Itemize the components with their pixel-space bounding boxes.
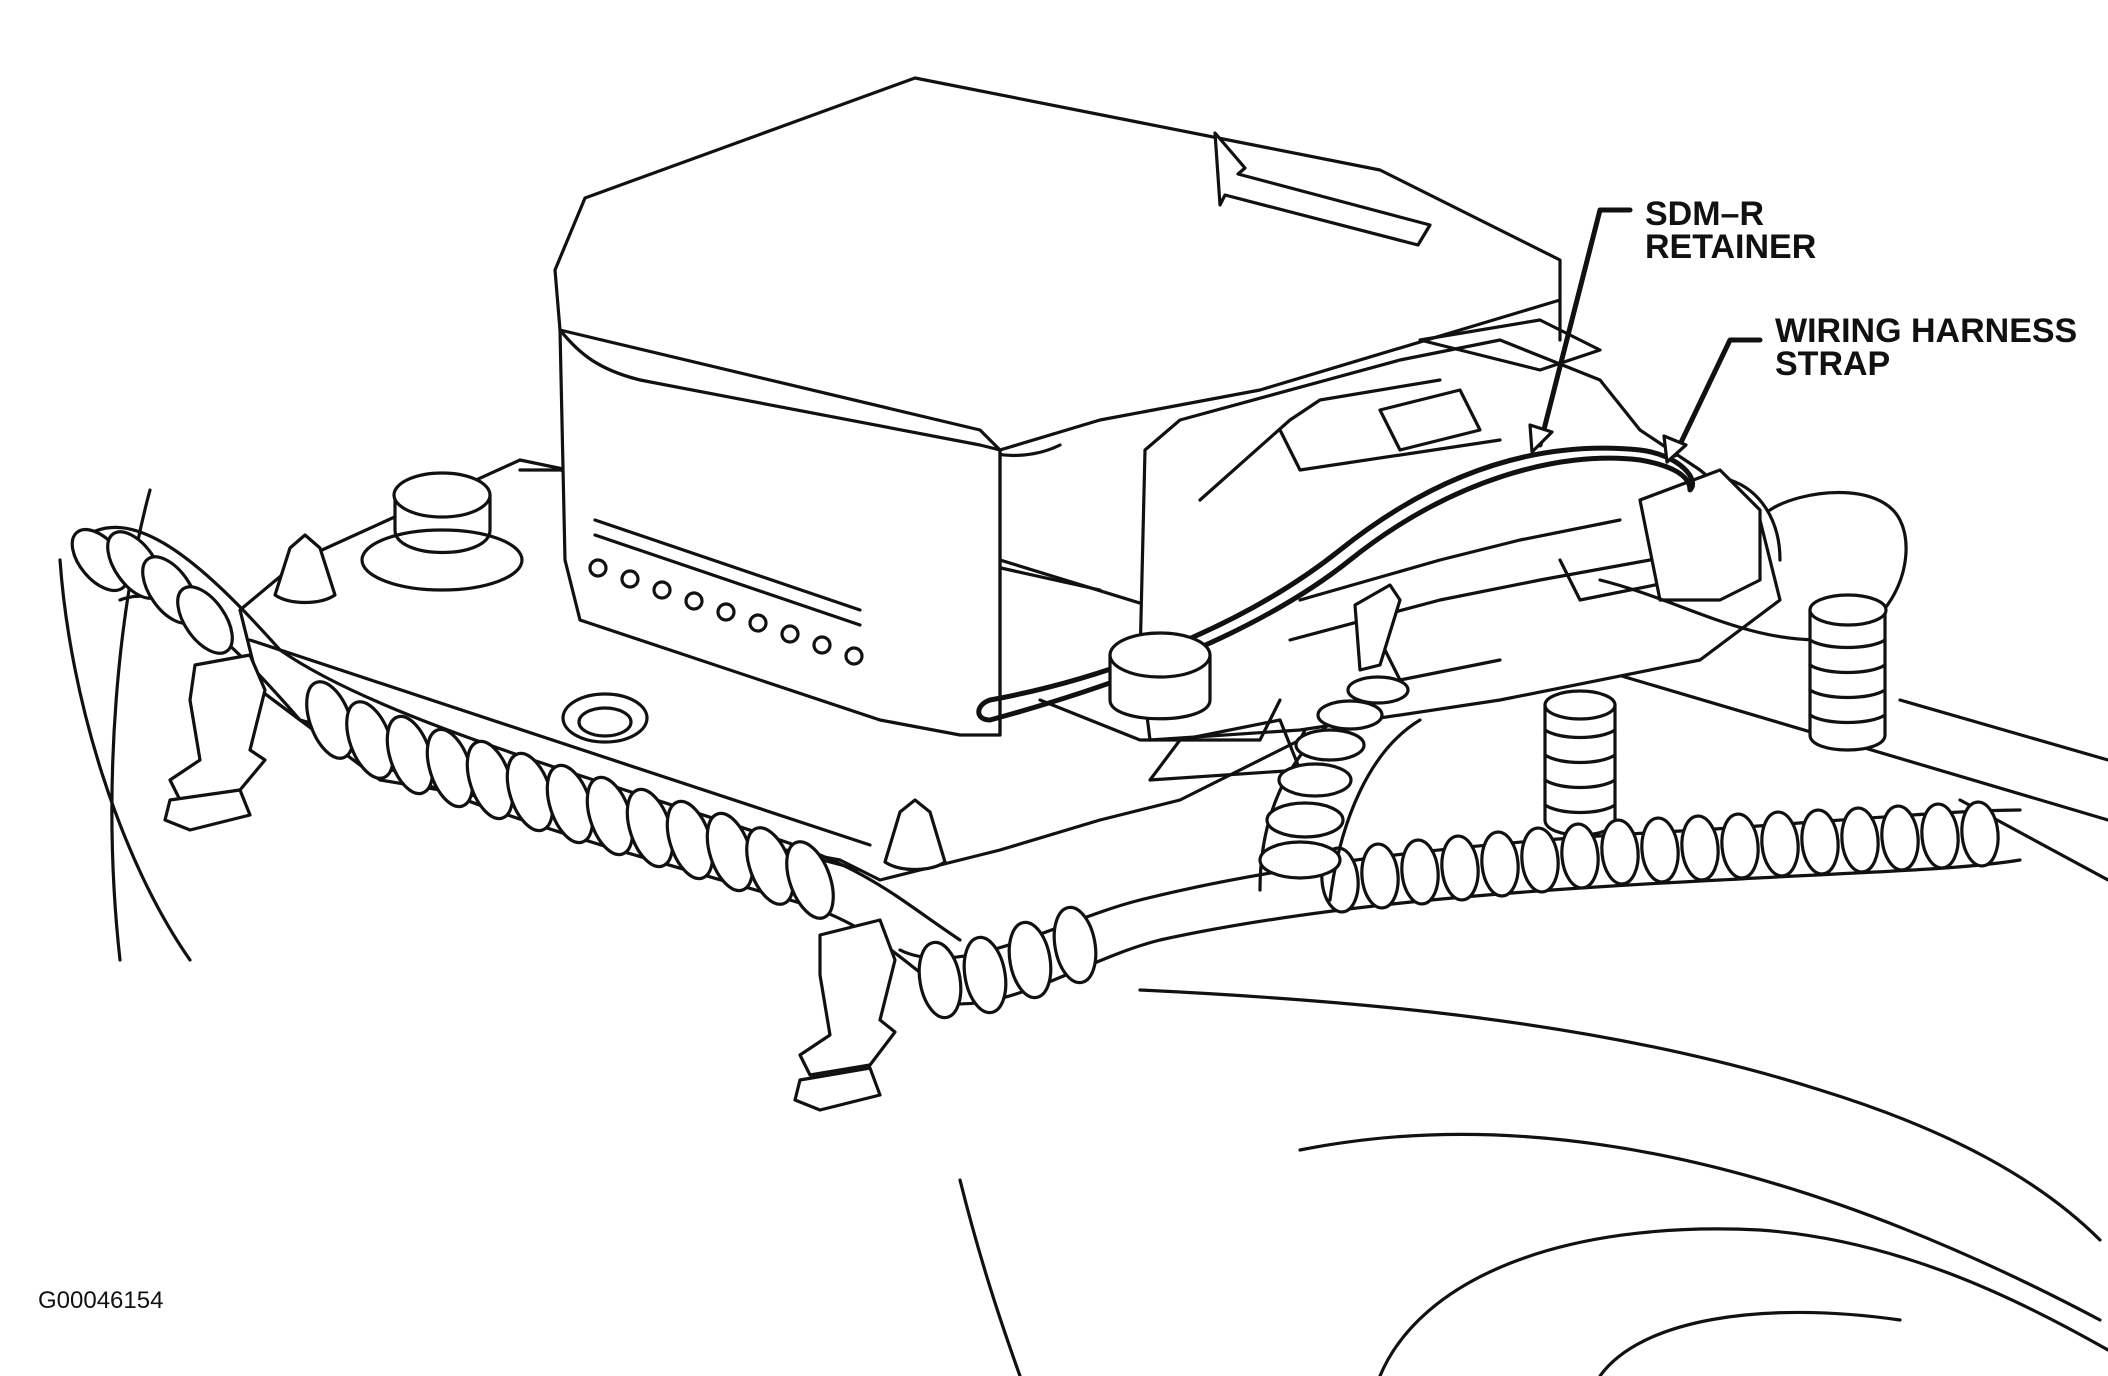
svg-text:SDM–R: SDM–R <box>1645 195 1764 233</box>
callout-leaders <box>1528 207 1763 464</box>
harness-floor-clip-left <box>163 653 267 832</box>
bolt-right <box>1038 631 1282 742</box>
figure-id: G00046154 <box>38 1287 163 1314</box>
callout-sdm-r-retainer: SDM–R RETAINER <box>1645 195 1816 266</box>
svg-text:WIRING HARNESS: WIRING HARNESS <box>1775 312 2077 350</box>
sdm-module <box>553 76 1562 737</box>
bolt-left <box>360 471 524 592</box>
harness-floor-clip-front <box>793 918 897 1112</box>
wiring-harness-front <box>898 800 2022 1020</box>
threaded-stud-2 <box>1808 593 1888 752</box>
harness-ribs-left <box>70 527 835 920</box>
wiring-harness-branch <box>1258 675 1422 902</box>
vent-holes <box>588 558 864 666</box>
push-clip-left <box>273 533 337 605</box>
wiring-harness-main <box>70 525 962 982</box>
svg-text:STRAP: STRAP <box>1775 345 1890 383</box>
forward-arrow-icon <box>1213 131 1432 247</box>
connector-housing <box>1138 318 1782 782</box>
callout-wiring-harness-strap: WIRING HARNESS STRAP <box>1775 312 2077 383</box>
harness-ribs-front <box>917 800 2000 1020</box>
push-clip-front <box>883 798 947 872</box>
threaded-stud-1 <box>1543 689 1617 837</box>
floor-surface <box>58 488 2108 1376</box>
svg-text:RETAINER: RETAINER <box>1645 228 1816 266</box>
sdm-r-retainer <box>1353 583 1402 672</box>
